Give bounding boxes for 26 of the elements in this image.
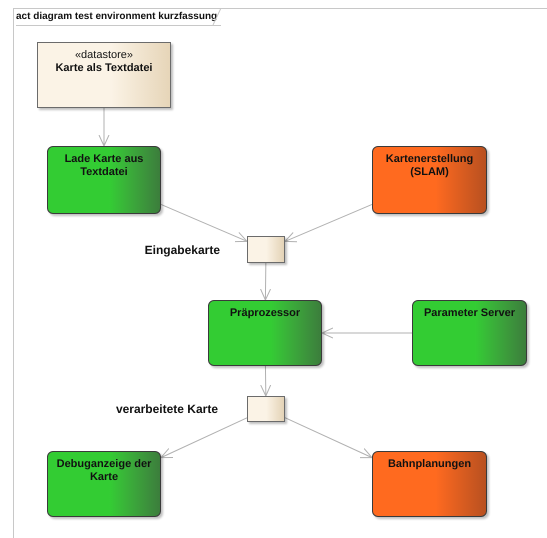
action-box bbox=[47, 146, 161, 214]
arrow bbox=[260, 262, 272, 300]
arrow bbox=[284, 204, 372, 242]
datastore-box bbox=[37, 42, 171, 108]
node-label: Karte als Textdatei bbox=[55, 62, 152, 75]
arrow bbox=[322, 328, 412, 338]
node-label: Parameter Server bbox=[424, 307, 516, 320]
arrow bbox=[160, 204, 248, 242]
action-box bbox=[47, 451, 161, 517]
object-label: Eingabekarte bbox=[144, 242, 220, 256]
node-label: Präprozessor bbox=[230, 307, 300, 320]
object-label: verarbeitete Karte bbox=[114, 402, 218, 416]
action-box bbox=[372, 451, 487, 517]
arrow bbox=[260, 366, 272, 396]
node-label: Lade Karte aus Textdatei bbox=[64, 153, 144, 179]
action-box bbox=[412, 300, 527, 366]
node-label: Bahnplanungen bbox=[388, 458, 472, 471]
diagram-title: act diagram test environment kurzfassung bbox=[16, 10, 222, 26]
arrow bbox=[160, 417, 248, 458]
arrow bbox=[98, 108, 110, 146]
stereotype-label: «datastore» bbox=[74, 49, 134, 62]
action-box bbox=[208, 300, 322, 366]
node-label: Kartenerstellung (SLAM) bbox=[384, 153, 474, 179]
action-box bbox=[372, 146, 487, 214]
arrow bbox=[284, 417, 372, 458]
node-label: Debuganzeige der Karte bbox=[56, 458, 152, 484]
